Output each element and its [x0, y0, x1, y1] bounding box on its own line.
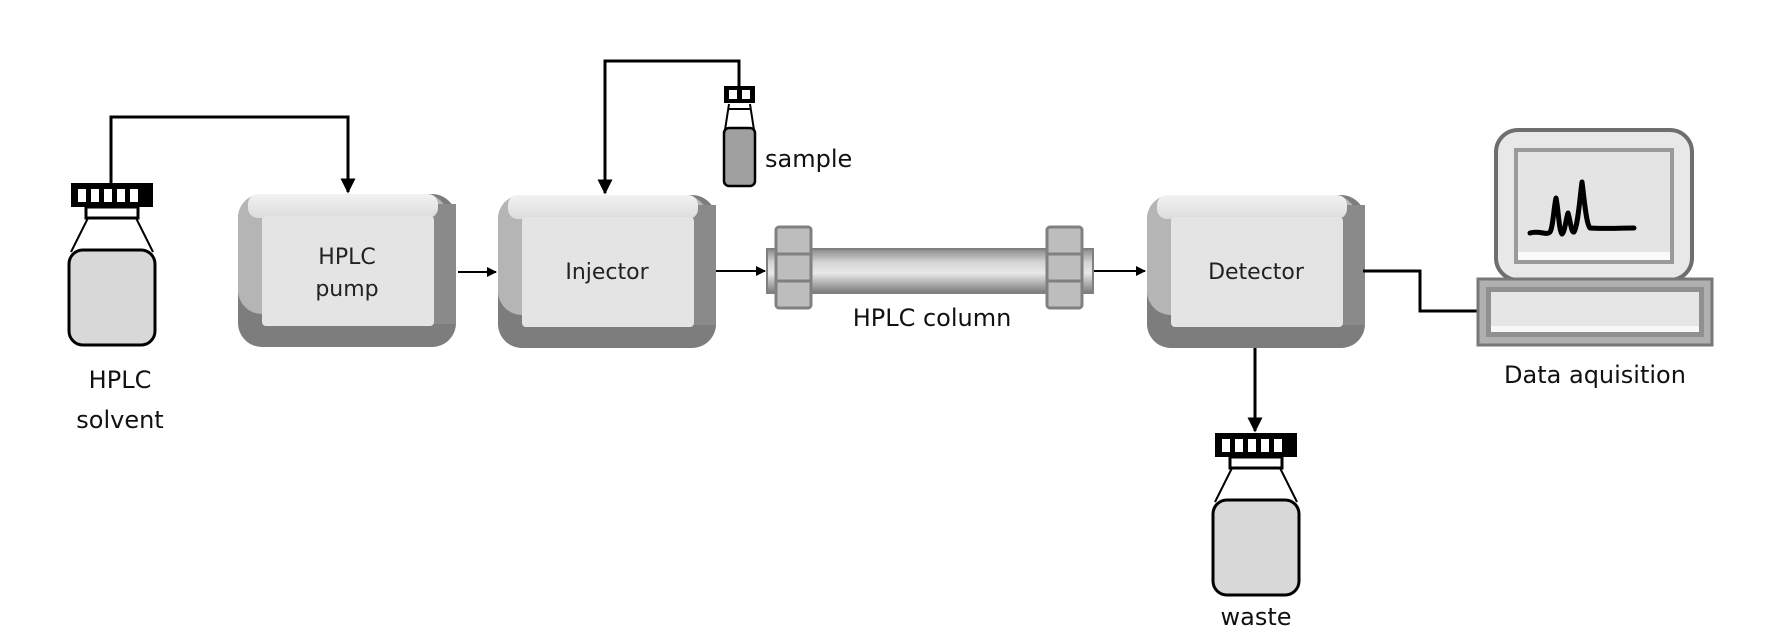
solvent-liquid: [67, 248, 157, 347]
column-tube: [766, 248, 1094, 294]
sample-cap: [724, 86, 755, 103]
hplc-column: [766, 225, 1094, 310]
injector-label: Injector: [565, 260, 649, 285]
sample-to-injector-line: [597, 59, 741, 195]
column-right-fitting: [1045, 225, 1084, 310]
detector-box: Detector: [1147, 195, 1365, 348]
computer-base: [1476, 277, 1714, 347]
sample-vial: [722, 86, 757, 188]
computer-label: Data aquisition: [1504, 361, 1686, 389]
detector-to-computer-cable: [1363, 269, 1479, 313]
sample-label: sample: [765, 145, 852, 173]
chromatogram-icon: [1527, 179, 1637, 237]
injector-box: Injector: [498, 195, 716, 348]
detector-label: Detector: [1208, 260, 1305, 285]
solvent-label-line2: solvent: [76, 406, 163, 434]
pump-label-line2: pump: [315, 277, 378, 302]
solvent-to-pump-line: [109, 115, 356, 194]
computer: [1476, 128, 1714, 347]
monitor: [1494, 128, 1694, 282]
column-label: HPLC column: [853, 304, 1012, 332]
sample-liquid: [722, 126, 757, 188]
pump-label-line1: HPLC: [318, 245, 375, 270]
waste-liquid: [1211, 498, 1301, 597]
solvent-label-line1: HPLC: [89, 366, 152, 394]
column-left-fitting: [774, 225, 813, 310]
waste-bottle: [1211, 433, 1301, 597]
solvent-bottle: [67, 183, 157, 347]
pump-box: HPLC pump: [238, 194, 456, 347]
waste-label: waste: [1220, 603, 1291, 631]
